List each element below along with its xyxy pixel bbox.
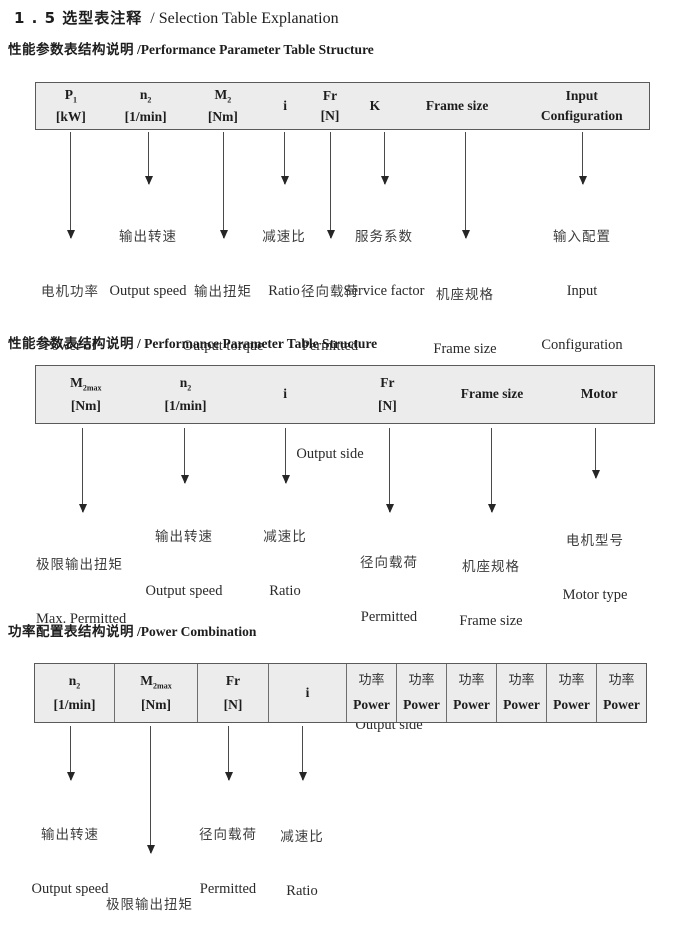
arrow-m2: [223, 132, 224, 238]
col-n2-symbol: n2: [68, 673, 81, 691]
col-power-1: 功率 Power: [347, 664, 397, 722]
arrow-k: [384, 132, 385, 184]
section1-heading: 性能参数表结构说明/Performance Parameter Table St…: [8, 38, 374, 58]
page-title-cn: 1 . 5 选型表注释: [14, 9, 143, 27]
col-m2max-unit: [Nm]: [141, 696, 171, 712]
callout-output-speed: 输出转速 Output speed: [109, 229, 187, 299]
col-power-4: 功率 Power: [497, 664, 547, 722]
page-title: 1 . 5 选型表注释 / Selection Table Explanatio…: [14, 7, 339, 28]
col-m2max-symbol: M2max: [140, 673, 172, 691]
arrow-m2max: [150, 726, 151, 853]
callout-ratio: 减速比 Ratio: [263, 529, 307, 599]
arrow-input-configuration: [582, 132, 583, 184]
col-frame-size: Frame size: [425, 97, 489, 113]
section1-header-table: P1 [kW] n2 [1/min] M2 [Nm] i Fr [N] K Fr…: [35, 82, 650, 130]
col-n2-unit: [1/min]: [53, 696, 96, 712]
col-fr-symbol: Fr: [225, 673, 241, 688]
col-m2-symbol: M2: [214, 87, 232, 105]
callout-service-factor: 服务系数 Service factor: [343, 229, 425, 299]
col-i: i: [283, 386, 288, 402]
section2-heading: 性能参数表结构说明/ Performance Parameter Table S…: [8, 332, 377, 352]
col-p1: P1 [kW]: [36, 83, 106, 129]
col-power-6: 功率 Power: [603, 673, 640, 712]
section3-heading: 功率配置表结构说明/Power Combination: [8, 620, 256, 640]
col-fr-symbol: Fr: [322, 87, 338, 103]
col-m2max-symbol: M2max: [70, 375, 102, 393]
arrow-n2: [184, 428, 185, 483]
col-p1-symbol: P1: [64, 87, 77, 105]
col-power-2: 功率 Power: [397, 664, 447, 722]
arrow-frame-size: [491, 428, 492, 512]
callout-overhung-load: 径向载荷 Permitted Overhung load Output side: [198, 827, 257, 897]
col-fr-unit: [N]: [223, 696, 243, 712]
callout-ratio: 减速比 Ratio: [262, 229, 306, 299]
col-fr-unit: [N]: [320, 108, 340, 123]
col-n2-symbol: n2: [179, 375, 192, 393]
callout-motor-type: 电机型号 Motor type: [562, 533, 628, 603]
col-input-configuration: Input Configuration: [540, 87, 623, 123]
arrow-i: [285, 428, 286, 483]
section2-header-table: M2max [Nm] n2 [1/min] i Fr [N] Frame siz…: [35, 365, 655, 424]
arrow-frame-size: [465, 132, 466, 238]
section1-heading-cn: 性能参数表结构说明: [8, 42, 134, 58]
section2-heading-cn: 性能参数表结构说明: [8, 336, 134, 352]
col-k: K: [369, 97, 381, 113]
col-n2-unit: [1/min]: [164, 397, 207, 413]
col-n2: n2 [1/min]: [35, 664, 115, 722]
arrow-i: [302, 726, 303, 780]
section3-heading-en: /Power Combination: [137, 624, 257, 639]
section2-heading-en: / Performance Parameter Table Structure: [137, 336, 378, 351]
col-m2-unit: [Nm]: [207, 108, 238, 124]
arrow-fr: [330, 132, 331, 238]
arrow-fr: [228, 726, 229, 780]
callout-input-configuration: 输入配置 Input Configuration: [541, 229, 623, 353]
col-fr-unit: [N]: [377, 397, 397, 413]
col-i: i: [269, 664, 347, 722]
arrow-n2: [70, 726, 71, 780]
section1-heading-en: /Performance Parameter Table Structure: [137, 42, 374, 57]
col-power-5: 功率 Power: [547, 664, 597, 722]
col-n2-unit: [1/min]: [124, 108, 167, 124]
col-n2: n2 [1/min]: [136, 366, 236, 423]
col-m2: M2 [Nm]: [186, 83, 261, 129]
callout-output-speed: 输出转速 Output speed: [31, 827, 109, 897]
col-m2max-unit: [Nm]: [70, 397, 101, 413]
col-fr: Fr [N]: [198, 664, 269, 722]
col-i: i: [283, 97, 288, 113]
col-power-3: 功率 Power: [447, 664, 497, 722]
col-frame-size: Frame size: [460, 386, 524, 402]
callout-ratio: 减速比 Ratio: [280, 829, 324, 899]
arrow-i: [284, 132, 285, 184]
col-n2: n2 [1/min]: [106, 83, 186, 129]
arrow-p1: [70, 132, 71, 238]
arrow-fr: [389, 428, 390, 512]
col-m2max: M2max [Nm]: [115, 664, 198, 722]
col-motor: Motor: [580, 386, 618, 402]
col-m2max: M2max [Nm]: [36, 366, 136, 423]
callout-overhung-load: 径向载荷 Permitted Overhung load Output side: [346, 555, 433, 733]
col-n2-symbol: n2: [139, 87, 152, 105]
arrow-motor: [595, 428, 596, 478]
callout-frame-size: 机座规格 Frame size: [433, 287, 497, 357]
col-p1-unit: [kW]: [55, 108, 86, 124]
section3-heading-cn: 功率配置表结构说明: [8, 624, 134, 640]
col-fr: Fr [N]: [310, 83, 350, 129]
col-fr-symbol: Fr: [380, 375, 395, 390]
arrow-m2max: [82, 428, 83, 512]
callout-output-torque: 输出扭矩 Output torque: [182, 284, 264, 354]
callout-max-output-torque: 极限输出扭矩 Max. Permitted Output torque: [106, 897, 193, 913]
callout-output-speed: 输出转速 Output speed: [145, 529, 223, 599]
col-fr: Fr [N]: [335, 366, 440, 423]
section3-header-table: n2 [1/min] M2max [Nm] Fr [N] i 功率 Power …: [34, 663, 647, 723]
arrow-n2: [148, 132, 149, 184]
callout-frame-size: 机座规格 Frame size: [459, 559, 523, 629]
page-title-en: / Selection Table Explanation: [150, 10, 339, 27]
